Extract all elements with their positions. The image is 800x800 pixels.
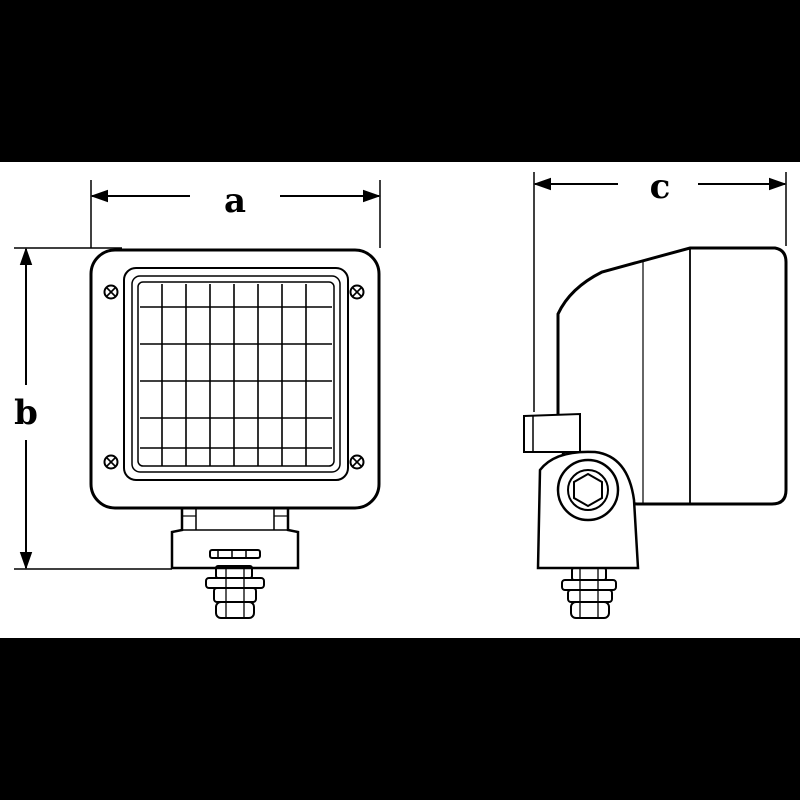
hex-bolt-icon (573, 472, 603, 508)
dimension-c-label: c (650, 167, 671, 207)
side-bolt-assembly (561, 567, 617, 619)
front-bezel-inner (131, 275, 341, 473)
front-mount-bracket (170, 508, 300, 570)
dimension-c: c (533, 167, 787, 412)
front-screw (349, 284, 365, 300)
front-view (89, 248, 381, 619)
grille-horizontal-bars (140, 306, 332, 449)
side-view (523, 246, 788, 619)
dimension-b-label: b (14, 393, 38, 433)
bottom-black-band (0, 638, 800, 800)
front-bezel (123, 267, 349, 481)
dimension-a-label: a (224, 181, 246, 221)
front-housing-outline (89, 248, 381, 510)
technical-drawing: a b (14, 167, 788, 619)
side-pivot-boss (556, 458, 620, 522)
front-screw (103, 284, 119, 300)
grille-vertical-bars (161, 284, 307, 466)
top-black-band (0, 0, 800, 162)
side-pivot-washer (567, 469, 609, 511)
front-screw (349, 454, 365, 470)
drawing-canvas: a b (0, 162, 800, 638)
front-screw (103, 454, 119, 470)
front-bolt-assembly (205, 549, 265, 619)
front-lens (137, 281, 335, 467)
dimension-b: b (14, 247, 172, 570)
dimension-a: a (90, 180, 381, 248)
